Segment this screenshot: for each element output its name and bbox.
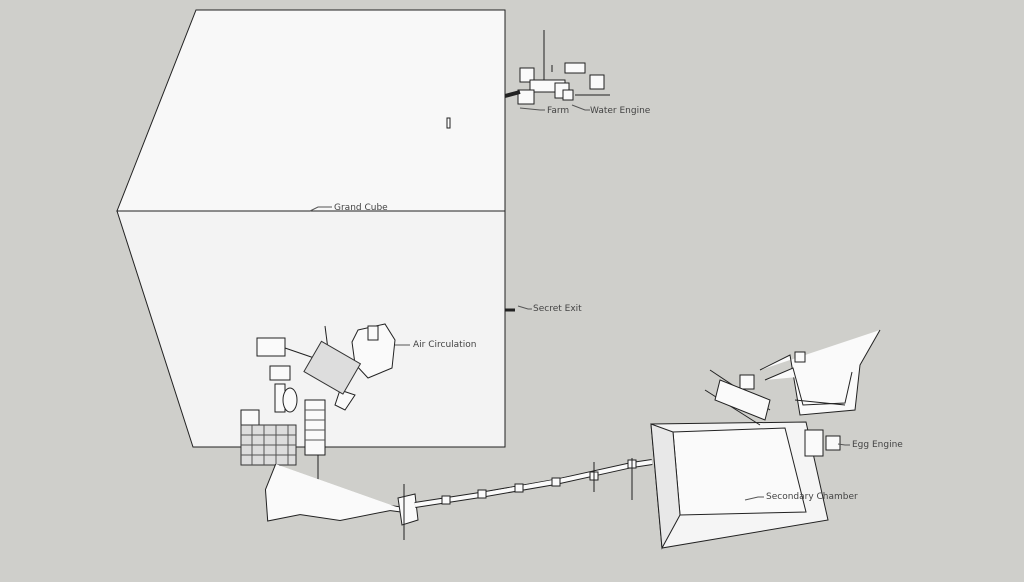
label-secret-exit: Secret Exit	[533, 304, 582, 314]
label-water-engine: Water Engine	[590, 106, 651, 116]
label-farm: Farm	[547, 106, 570, 116]
grand-cube-front-face[interactable]	[116, 210, 506, 448]
main-complex[interactable]	[240, 323, 396, 480]
cube-marker	[446, 117, 451, 129]
label-air-circulation: Air Circulation	[413, 340, 477, 350]
tunnel[interactable]	[264, 458, 653, 540]
label-egg-engine: Egg Engine	[852, 440, 903, 450]
secondary-chamber[interactable]	[650, 421, 829, 550]
label-secondary-chamber: Secondary Chamber	[766, 492, 858, 502]
label-grand-cube: Grand Cube	[334, 203, 388, 213]
grand-cube-top-face[interactable]	[116, 9, 506, 212]
air-circulation-tank	[351, 323, 396, 379]
farm-cluster[interactable]	[504, 30, 610, 105]
egg-engine[interactable]	[704, 329, 881, 457]
